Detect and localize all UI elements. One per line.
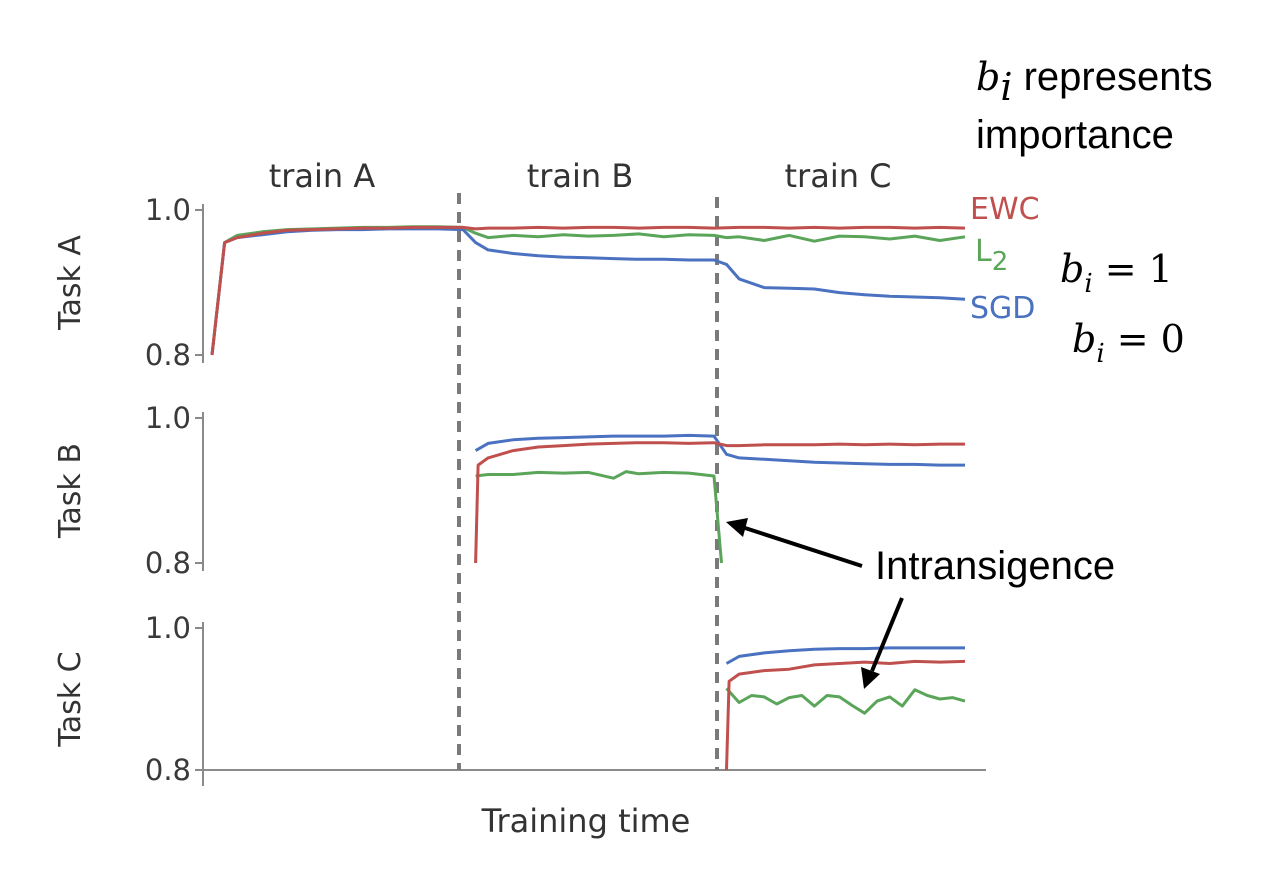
task-c-y-label: Task C bbox=[53, 651, 88, 747]
task-b-sgd-line bbox=[474, 433, 965, 467]
importance-note-line2: importance bbox=[976, 113, 1174, 157]
task-a-y-tick-label-1: 0.8 bbox=[145, 338, 191, 372]
annotation-arrowhead-c bbox=[861, 667, 880, 689]
series-layer bbox=[210, 225, 966, 771]
phase-label-c: train C bbox=[785, 157, 892, 195]
task-c-ewc-line bbox=[725, 659, 966, 771]
annotation-arrowhead-b bbox=[726, 518, 748, 537]
phase-label-a: train A bbox=[269, 157, 376, 195]
eq0-rhs: = 0 bbox=[1105, 317, 1185, 361]
eq1-rhs: = 1 bbox=[1093, 247, 1173, 291]
task-a-sgd-line bbox=[210, 227, 966, 356]
importance-note-line1: bi represents bbox=[976, 55, 1213, 109]
task-a-y-tick-label-0: 1.0 bbox=[145, 193, 191, 227]
x-axis-label: Training time bbox=[481, 802, 691, 840]
note-var: b bbox=[976, 55, 1000, 99]
eq1-var: b bbox=[1060, 247, 1084, 291]
equation-bi-0: bi = 0 bbox=[1072, 317, 1185, 369]
legend-l2-sub: 2 bbox=[992, 247, 1009, 277]
legend-sgd: SGD bbox=[970, 291, 1035, 326]
legend-l2: L2 bbox=[975, 234, 1008, 277]
task-a-y-label: Task A bbox=[53, 235, 88, 331]
intransigence-annotation: Intransigence bbox=[875, 544, 1115, 588]
eq1-sub: i bbox=[1084, 269, 1092, 299]
task-c-y-tick-label-0: 1.0 bbox=[145, 611, 191, 645]
task-a-ewc-line bbox=[210, 225, 966, 356]
task-b-ewc-line bbox=[474, 441, 965, 564]
task-b-l2-line bbox=[475, 470, 723, 564]
eq0-var: b bbox=[1072, 317, 1096, 361]
annotation-arrow-c bbox=[870, 597, 904, 672]
task-c-y-tick-label-1: 0.8 bbox=[145, 753, 191, 787]
task-b-y-tick-label-0: 1.0 bbox=[145, 401, 191, 435]
legend-ewc: EWC bbox=[970, 192, 1040, 227]
eq0-sub: i bbox=[1096, 339, 1104, 369]
task-c-sgd-line bbox=[725, 646, 965, 665]
note-rest: represents bbox=[1012, 55, 1212, 99]
note-sub: i bbox=[1000, 65, 1012, 109]
equation-bi-1: bi = 1 bbox=[1060, 247, 1173, 299]
legend-l2-main: L bbox=[975, 234, 992, 269]
annotation-arrow-b bbox=[741, 525, 863, 568]
task-b-y-label: Task B bbox=[53, 443, 88, 539]
task-c-l2-line bbox=[725, 687, 966, 715]
task-b-y-tick-label-1: 0.8 bbox=[145, 546, 191, 580]
phase-label-b: train B bbox=[527, 157, 634, 195]
task-a-l2-line bbox=[210, 225, 966, 356]
